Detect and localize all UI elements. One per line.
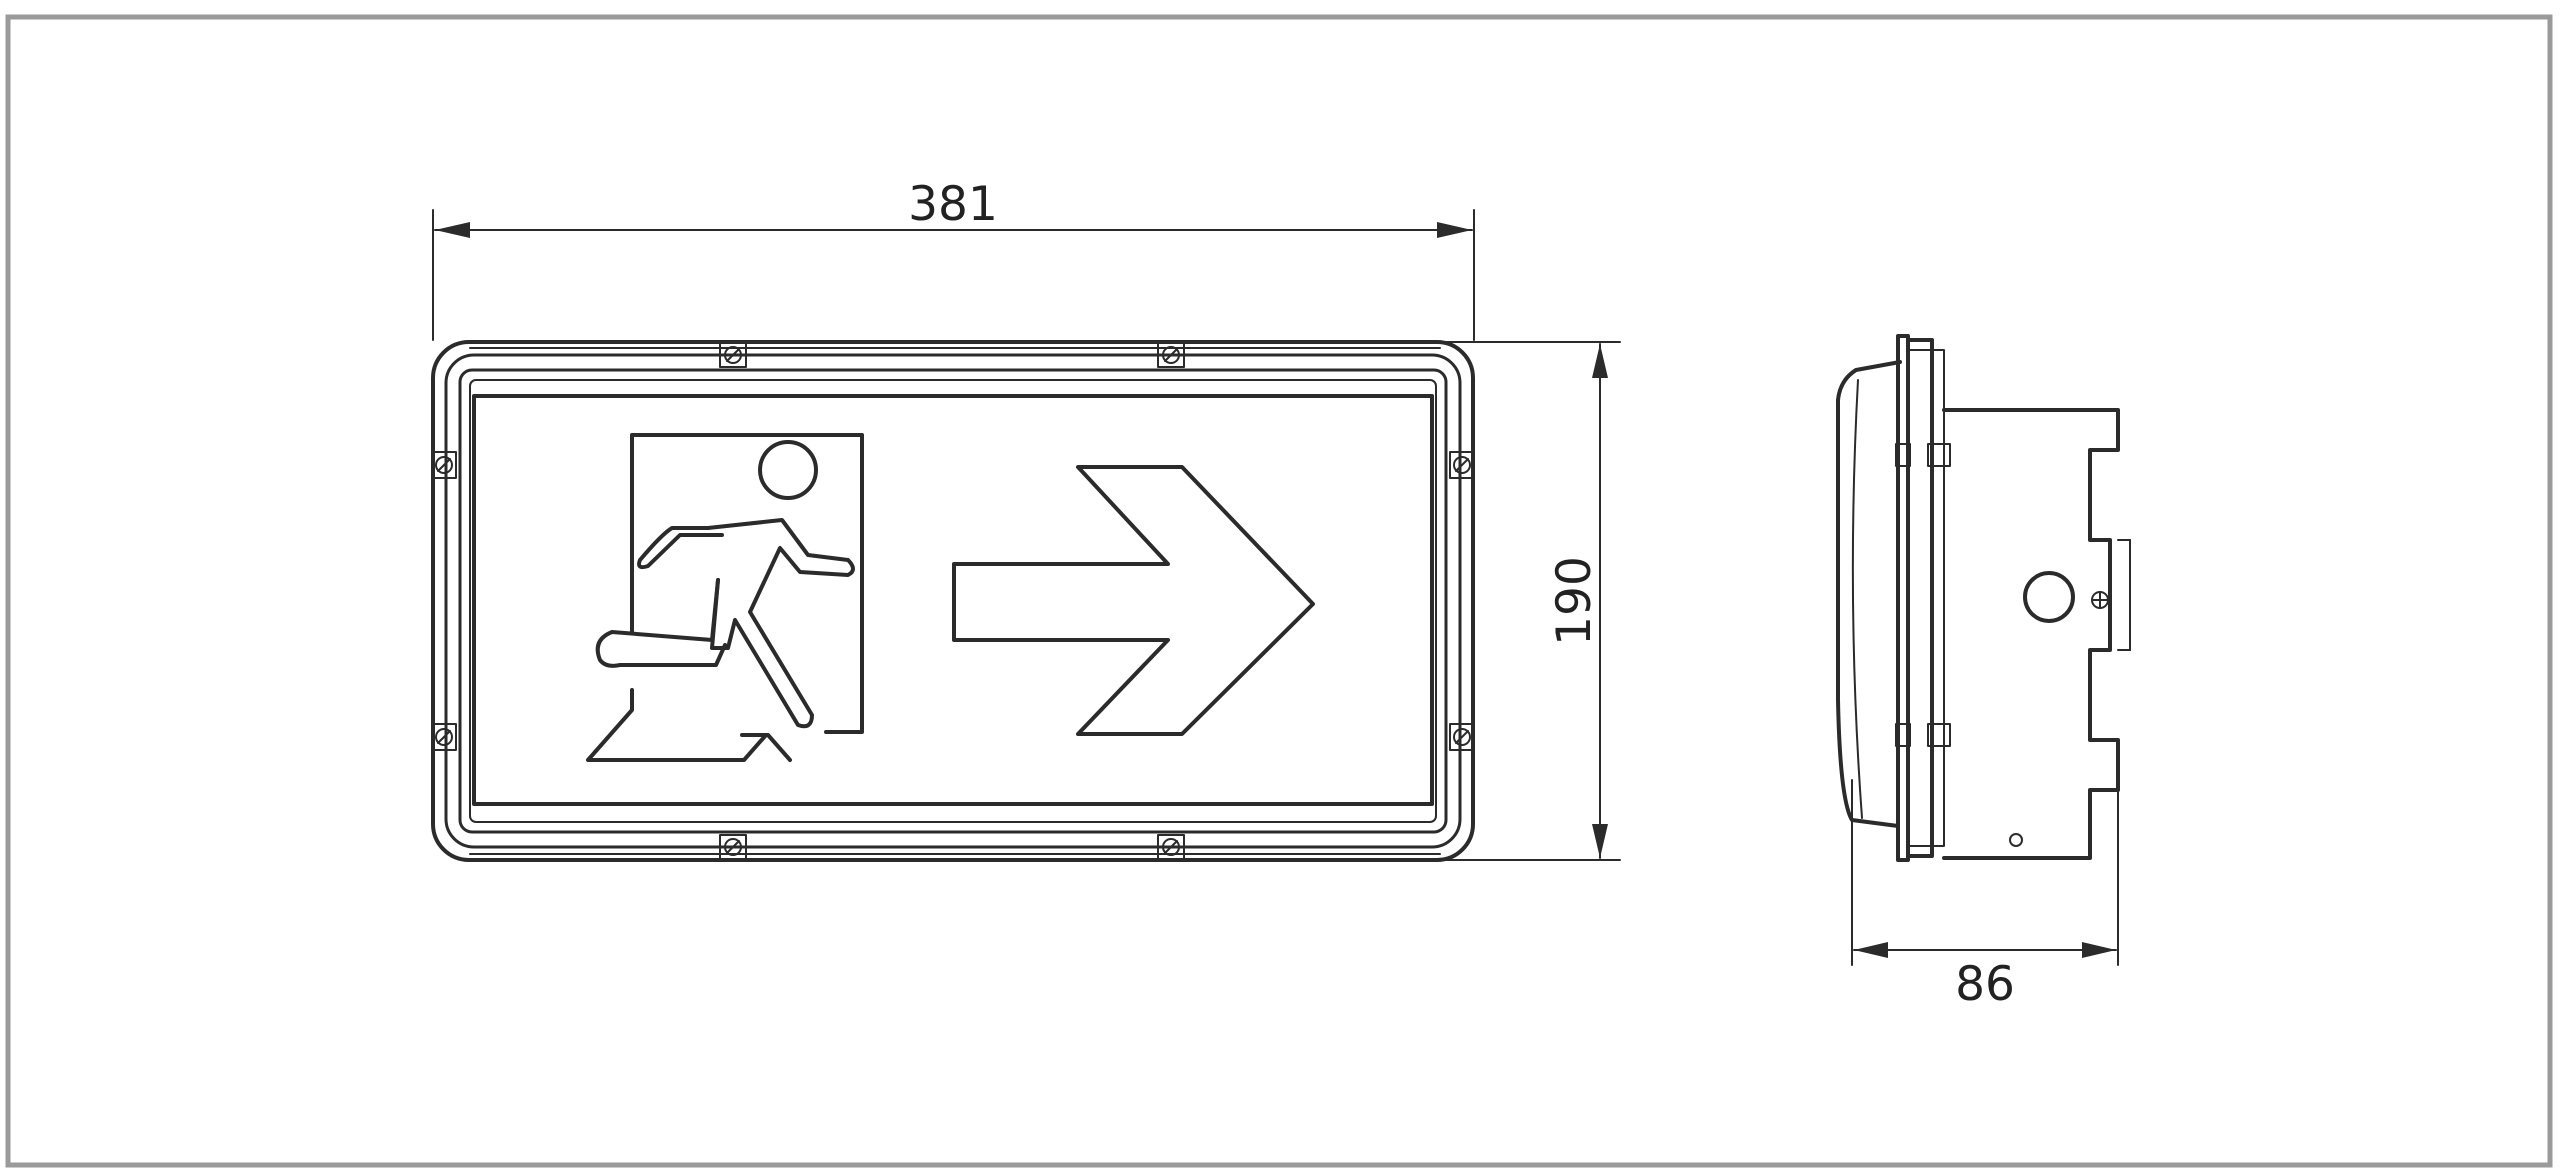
screw-icon [1157, 342, 1185, 368]
screw-icon [719, 342, 747, 368]
screw-icon [431, 451, 457, 479]
screw-icon [719, 834, 747, 860]
drawing-frame [5, 14, 2553, 1168]
side-body [1942, 408, 2120, 860]
screw-icon [431, 723, 457, 751]
width-value: 381 [908, 177, 998, 232]
screw-icon [1449, 723, 1475, 751]
sign-face [472, 394, 1434, 806]
height-dimension: 190 [1439, 341, 1621, 861]
panel-inner-frame [469, 379, 1437, 823]
panel-frame [458, 368, 1448, 834]
housing-inner [444, 353, 1462, 849]
front-view: 381 190 [431, 177, 1621, 862]
earth-symbol-icon [2091, 591, 2109, 609]
running-man-icon [586, 433, 864, 762]
cable-gland [2023, 571, 2075, 623]
depth-dimension: 86 [1851, 779, 2119, 1012]
drain-hole [2009, 833, 2023, 847]
arrow-right-icon [952, 465, 1315, 736]
side-view: 86 [1836, 334, 2131, 1012]
screw-icon [1449, 451, 1475, 479]
depth-value: 86 [1955, 957, 2015, 1012]
height-value: 190 [1547, 556, 1602, 646]
housing-outer [431, 340, 1475, 862]
width-dimension: 381 [432, 177, 1475, 341]
screw-icon [1157, 834, 1185, 860]
